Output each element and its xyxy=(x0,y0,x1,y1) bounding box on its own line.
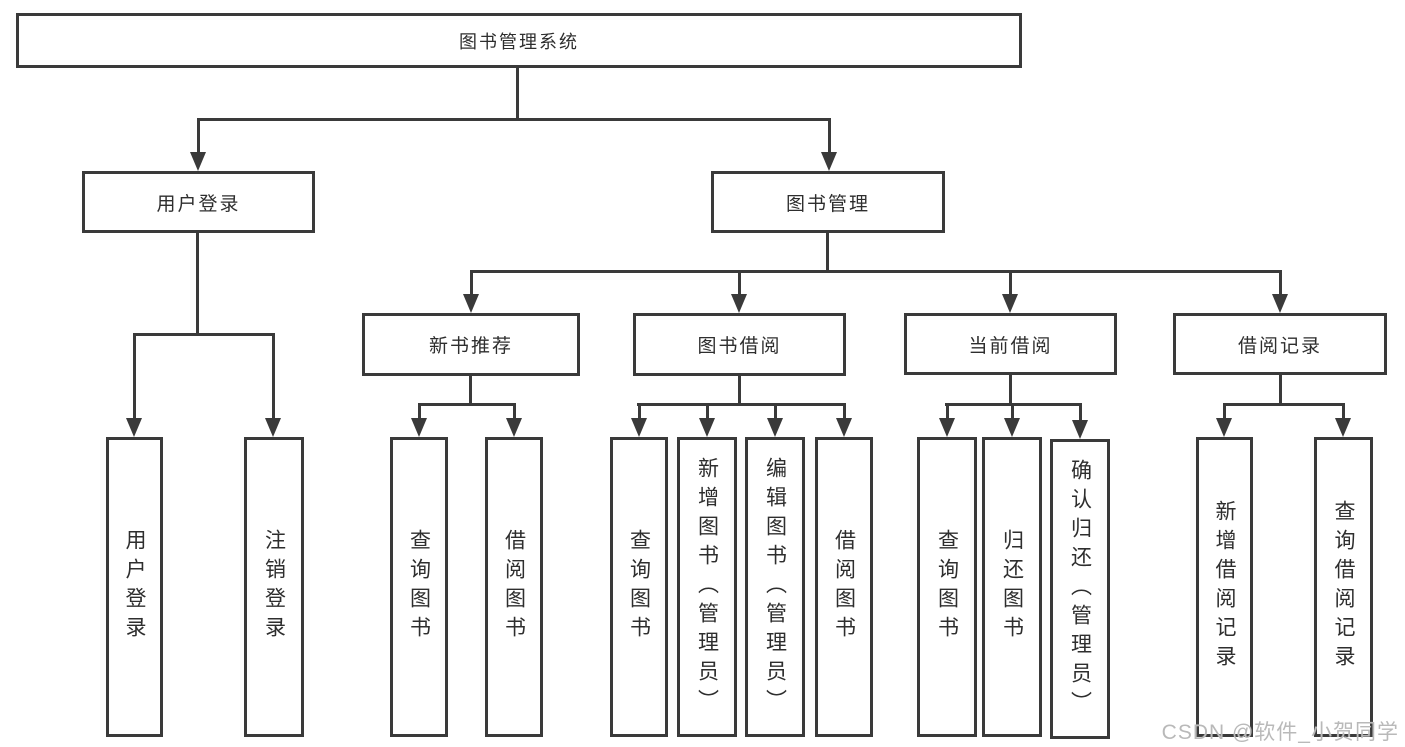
node-label: 确认归还（管理员） xyxy=(1068,458,1092,720)
node-label: 图书管理 xyxy=(785,193,870,215)
arrowhead-down-icon xyxy=(1072,420,1088,439)
node-label: 当前借阅 xyxy=(968,335,1053,357)
leaf-query-books-borrowing: 查询图书 xyxy=(610,437,668,737)
connector-arrow xyxy=(463,270,479,313)
leaf-query-borrow-record: 查询借阅记录 xyxy=(1314,437,1373,737)
arrowhead-down-icon xyxy=(1335,418,1351,437)
connector-line xyxy=(738,376,741,406)
connector-arrow xyxy=(821,118,837,171)
node-label: 图书管理系统 xyxy=(459,31,579,52)
node-label: 用户登录 xyxy=(123,529,146,645)
node-label: 新增借阅记录 xyxy=(1213,500,1236,674)
arrowhead-down-icon xyxy=(126,418,142,437)
node-book-borrowing: 图书借阅 xyxy=(633,313,846,376)
arrowhead-down-icon xyxy=(506,418,522,437)
connector-arrow xyxy=(731,270,747,313)
connector-arrow xyxy=(939,403,955,437)
connector-line xyxy=(826,233,829,273)
arrowhead-down-icon xyxy=(821,152,837,171)
connector-arrow xyxy=(126,333,142,437)
leaf-return-books: 归还图书 xyxy=(982,437,1042,737)
node-label: 借阅图书 xyxy=(832,529,856,645)
node-label: 图书借阅 xyxy=(697,336,782,357)
leaf-borrow-books-recommend: 借阅图书 xyxy=(485,437,543,737)
connector-line xyxy=(516,68,519,120)
connector-arrow xyxy=(767,403,783,437)
leaf-user-login: 用户登录 xyxy=(106,437,163,737)
connector-arrow xyxy=(1004,403,1020,437)
node-label: 查询图书 xyxy=(407,529,431,645)
arrowhead-down-icon xyxy=(767,418,783,437)
connector-line xyxy=(1009,375,1012,406)
leaf-query-books-recommend: 查询图书 xyxy=(390,437,448,737)
node-label: 查询图书 xyxy=(627,529,651,645)
arrowhead-down-icon xyxy=(699,418,715,437)
node-user-login: 用户登录 xyxy=(82,171,315,233)
arrowhead-down-icon xyxy=(631,418,647,437)
connector-arrow xyxy=(506,403,522,437)
connector-line xyxy=(469,376,472,406)
node-label: 用户登录 xyxy=(156,193,241,215)
connector-arrow xyxy=(1335,403,1351,437)
node-label: 注销登录 xyxy=(262,529,286,645)
arrowhead-down-icon xyxy=(1002,294,1018,313)
arrowhead-down-icon xyxy=(939,418,955,437)
node-label: 新增图书（管理员） xyxy=(695,456,719,718)
connector-line xyxy=(197,118,831,121)
leaf-logout: 注销登录 xyxy=(244,437,304,737)
connector-arrow xyxy=(699,403,715,437)
connector-line xyxy=(1279,375,1282,406)
node-library-management-system: 图书管理系统 xyxy=(16,13,1022,68)
arrowhead-down-icon xyxy=(1216,418,1232,437)
connector-arrow xyxy=(1072,403,1088,439)
arrowhead-down-icon xyxy=(411,418,427,437)
connector-arrow xyxy=(265,333,281,437)
connector-arrow xyxy=(190,118,206,171)
connector-arrow xyxy=(836,403,852,437)
connector-line xyxy=(470,270,1281,273)
arrowhead-down-icon xyxy=(1004,418,1020,437)
connector-arrow xyxy=(411,403,427,437)
node-label: 查询借阅记录 xyxy=(1332,500,1355,674)
leaf-add-borrow-record: 新增借阅记录 xyxy=(1196,437,1253,737)
connector-line xyxy=(637,403,845,406)
connector-line xyxy=(418,403,515,406)
arrowhead-down-icon xyxy=(836,418,852,437)
connector-line xyxy=(196,233,199,336)
arrowhead-down-icon xyxy=(1272,294,1288,313)
csdn-watermark: CSDN @软件_小贺同学 xyxy=(1161,721,1399,744)
connector-arrow xyxy=(1216,403,1232,437)
leaf-add-books-admin: 新增图书（管理员） xyxy=(677,437,737,737)
arrowhead-down-icon xyxy=(190,152,206,171)
node-label: 归还图书 xyxy=(1000,529,1024,645)
connector-line xyxy=(133,333,275,336)
node-current-borrowing: 当前借阅 xyxy=(904,313,1117,375)
node-borrowing-records: 借阅记录 xyxy=(1173,313,1387,375)
arrowhead-down-icon xyxy=(731,294,747,313)
node-label: 编辑图书（管理员） xyxy=(763,456,787,718)
connector-line xyxy=(945,403,1082,406)
node-label: 借阅记录 xyxy=(1237,335,1322,357)
arrowhead-down-icon xyxy=(463,294,479,313)
connector-arrow xyxy=(631,403,647,437)
leaf-borrow-books: 借阅图书 xyxy=(815,437,873,737)
connector-arrow xyxy=(1002,270,1018,313)
node-label: 查询图书 xyxy=(935,529,959,645)
node-book-management: 图书管理 xyxy=(711,171,945,233)
arrowhead-down-icon xyxy=(265,418,281,437)
node-label: 借阅图书 xyxy=(502,529,526,645)
leaf-confirm-return-admin: 确认归还（管理员） xyxy=(1050,439,1110,739)
leaf-query-books-current: 查询图书 xyxy=(917,437,977,737)
node-label: 新书推荐 xyxy=(428,336,513,357)
node-new-book-recommendation: 新书推荐 xyxy=(362,313,580,376)
connector-line xyxy=(1223,403,1345,406)
connector-arrow xyxy=(1272,270,1288,313)
leaf-edit-books-admin: 编辑图书（管理员） xyxy=(745,437,805,737)
